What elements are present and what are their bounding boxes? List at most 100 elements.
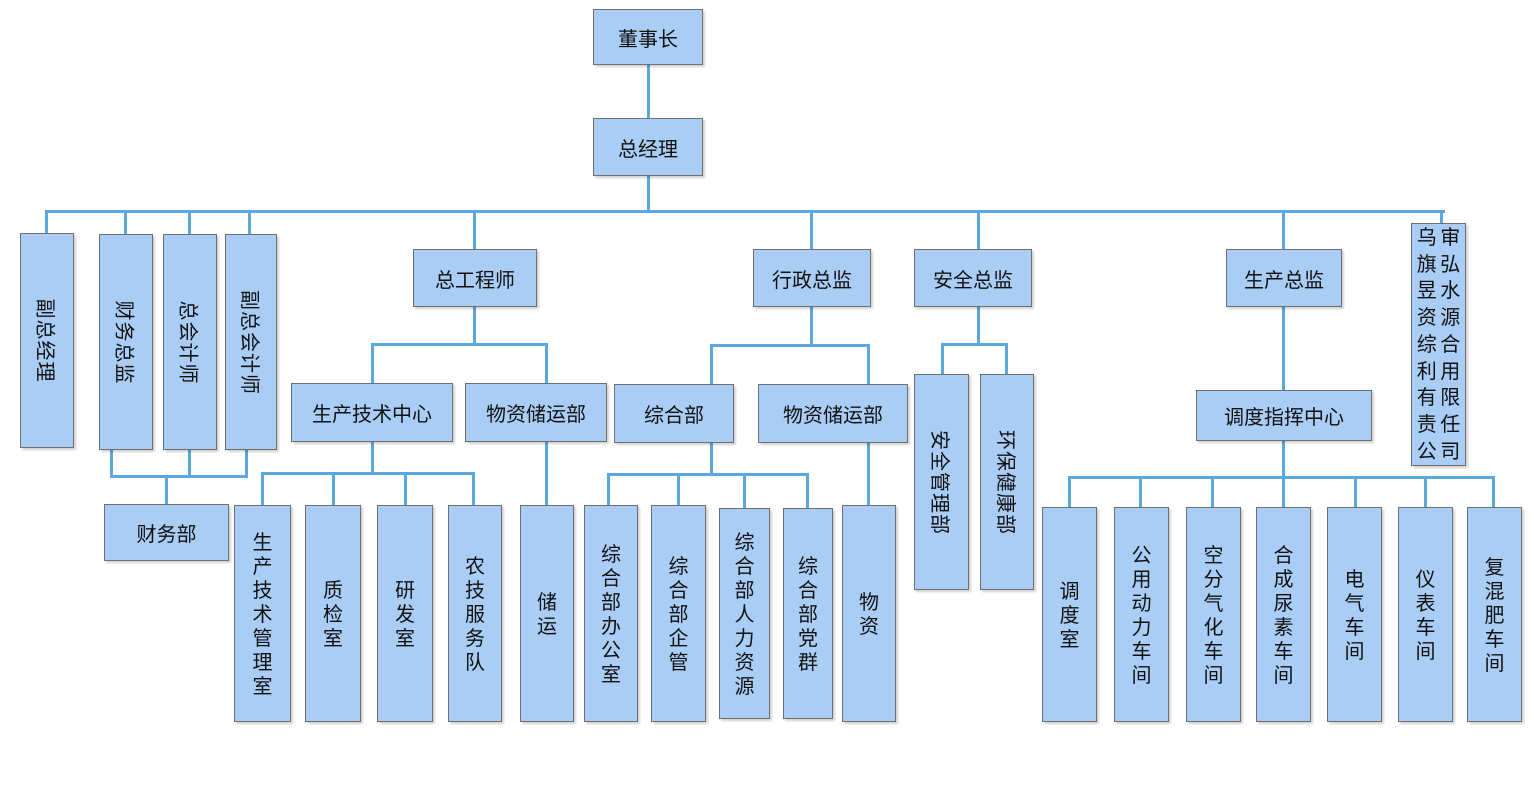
connector (1068, 476, 1071, 508)
node-label: 安全总监 (933, 267, 1013, 292)
node-label-char: 部 (668, 601, 689, 626)
node-label-char: 质 (323, 577, 343, 602)
node-label-char: 公 (1416, 439, 1437, 464)
node-label-char: 间 (1131, 662, 1152, 687)
connector (332, 472, 335, 506)
node-dispatch-center: 调度指挥中心 (1196, 390, 1372, 441)
node-prod-tech-center: 生产技术中心 (291, 383, 453, 442)
node-compound-fert-workshop: 复混肥车间 (1467, 507, 1522, 722)
node-label-char: 产 (252, 553, 273, 578)
connector (404, 472, 407, 506)
node-label-char: 室 (1059, 626, 1080, 651)
node-label-char: 综 (798, 553, 818, 578)
node-label-char: 术 (252, 601, 273, 626)
node-label-char: 群 (798, 649, 818, 674)
node-label-char: 理 (252, 649, 273, 674)
node-label-char: 合 (798, 577, 818, 602)
node-label-char: 乌 (1416, 224, 1437, 249)
node-label-char: 部 (734, 577, 755, 602)
node-rd-office: 研发室 (377, 505, 433, 722)
node-materials-dept: 物资储运部 (758, 384, 908, 443)
node-qc-office: 质检室 (305, 505, 361, 722)
node-subsidiary: 乌审旗弘昱水资源综合利用有限责任公司 (1411, 223, 1466, 466)
node-label-char: 检 (323, 601, 343, 626)
node-label-char: 调 (1059, 578, 1080, 603)
node-label-char: 力 (734, 625, 755, 650)
connector (45, 210, 48, 234)
node-materials-dept: 物资储运部 (465, 383, 607, 442)
node-label: 董事长 (618, 26, 678, 51)
node-label-char: 人 (734, 601, 755, 626)
node-label-char: 办 (601, 613, 621, 638)
node-label: 行政总监 (772, 267, 852, 292)
connector (545, 343, 548, 383)
node-label-char: 间 (1415, 638, 1436, 663)
node-ehs-dept: 环保健康部 (980, 374, 1034, 590)
connector (472, 472, 475, 506)
connector (1354, 476, 1357, 508)
node-finance-dept: 财务部 (104, 504, 229, 561)
node-label-char: 合 (1440, 331, 1461, 356)
node-label-char: 利 (1416, 358, 1437, 383)
node-label-char: 空 (1203, 542, 1224, 567)
node-label-char: 合 (734, 553, 755, 578)
node-label-char: 复 (1484, 554, 1505, 579)
node-label-char: 室 (395, 625, 415, 650)
node-label-char: 表 (1415, 590, 1436, 615)
node-label: 副总经理 (33, 298, 58, 383)
node-label: 安全管理部 (928, 429, 952, 535)
node-label-char: 肥 (1484, 602, 1505, 627)
node-label: 生产总监 (1244, 267, 1324, 292)
node-agri-team: 农技服务队 (448, 505, 502, 722)
node-label-char: 综 (1416, 331, 1437, 356)
node-label-char: 源 (1440, 305, 1461, 330)
connector (710, 344, 870, 347)
node-label-char: 车 (1203, 638, 1224, 663)
node-label-char: 管 (668, 649, 689, 674)
connector (977, 306, 980, 345)
node-label-char: 储 (537, 589, 557, 614)
node-general-dept: 综合部 (614, 384, 734, 443)
connector (110, 450, 113, 477)
connector (473, 306, 476, 345)
connector (1139, 476, 1142, 508)
node-label: 财务总监 (112, 300, 137, 384)
connector (647, 176, 650, 212)
connector (261, 472, 264, 506)
connector (806, 473, 809, 509)
node-admin-director: 行政总监 (753, 249, 871, 307)
connector (1282, 306, 1285, 391)
node-label-char: 成 (1273, 566, 1294, 591)
node-label: 生产技术中心 (312, 402, 432, 426)
connector (110, 475, 248, 478)
node-label: 总经理 (618, 136, 678, 161)
connector (473, 210, 476, 250)
node-label-char: 弘 (1440, 251, 1461, 276)
node-label-char: 化 (1203, 614, 1224, 639)
node-label-char: 务 (465, 625, 485, 650)
node-air-sep-workshop: 空分气化车间 (1186, 507, 1241, 722)
node-label-char: 发 (395, 601, 415, 626)
connector (188, 450, 191, 477)
node-label-char: 室 (323, 625, 343, 650)
node-label-char: 昱 (1416, 278, 1437, 303)
connector (710, 344, 713, 384)
connector (647, 64, 650, 118)
node-label: 调度指挥中心 (1224, 405, 1344, 429)
node-label: 副总会计师 (237, 289, 262, 395)
connector (1424, 476, 1427, 508)
node-label: 财务部 (136, 522, 197, 546)
connector (941, 343, 1008, 346)
connector (1282, 476, 1285, 508)
connector (867, 344, 870, 384)
node-urea-workshop: 合成尿素车间 (1256, 507, 1311, 722)
connector (607, 473, 809, 476)
node-label-char: 有 (1416, 385, 1437, 410)
node-deputy-chief-accountant: 副总会计师 (225, 234, 277, 450)
node-label-char: 车 (1415, 614, 1436, 639)
node-label-char: 间 (1203, 662, 1224, 687)
connector (1005, 343, 1008, 375)
node-label: 物资储运部 (486, 402, 586, 426)
node-label-char: 气 (1203, 590, 1224, 615)
